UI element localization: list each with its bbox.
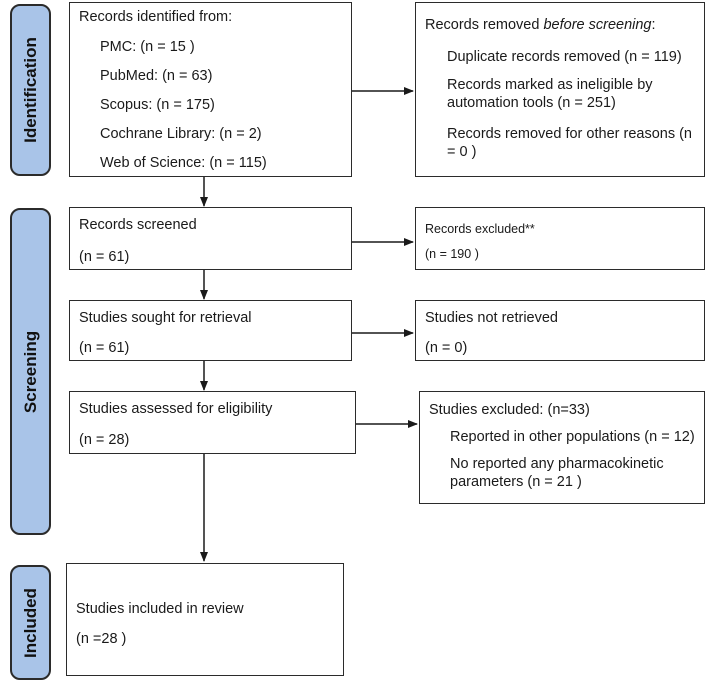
phase-screening: Screening (10, 208, 51, 535)
removed-automation: Records marked as ineligible by automati… (447, 77, 653, 111)
not-retrieved-label: Studies not retrieved (425, 310, 558, 326)
phase-identification: Identification (10, 4, 51, 176)
phase-included: Included (10, 565, 51, 680)
source-cochrane: Cochrane Library: (n = 2) (100, 126, 262, 142)
eligibility-box: Studies assessed for eligibility (n = 28… (69, 391, 356, 454)
source-web-of-science: Web of Science: (n = 115) (100, 155, 267, 171)
records-identified-heading: Records identified from: (79, 9, 233, 25)
included-label: Studies included in review (76, 601, 244, 617)
eligibility-label: Studies assessed for eligibility (79, 401, 273, 417)
not-retrieved-count: (n = 0) (425, 340, 468, 356)
retrieval-label: Studies sought for retrieval (79, 310, 252, 326)
records-excluded-label: Records excluded** (425, 222, 535, 236)
excluded-no-pk-parameters: No reported any pharmacokinetic paramete… (450, 456, 664, 490)
retrieval-box: Studies sought for retrieval (n = 61) (69, 300, 352, 361)
records-screened-count: (n = 61) (79, 249, 130, 265)
excluded-other-populations: Reported in other populations (n = 12) (450, 429, 695, 445)
records-excluded-count: (n = 190 ) (425, 247, 479, 261)
records-identified-box: Records identified from: PMC: (n = 15 ) … (69, 2, 352, 177)
source-pubmed: PubMed: (n = 63) (100, 68, 213, 84)
retrieval-count: (n = 61) (79, 340, 130, 356)
source-scopus: Scopus: (n = 175) (100, 97, 215, 113)
records-removed-box: Records removed before screening: Duplic… (415, 2, 705, 177)
included-count: (n =28 ) (76, 631, 127, 647)
removed-other: Records removed for other reasons (n = 0… (447, 126, 692, 160)
source-pmc: PMC: (n = 15 ) (100, 39, 195, 55)
eligibility-count: (n = 28) (79, 432, 130, 448)
records-screened-box: Records screened (n = 61) (69, 207, 352, 270)
not-retrieved-box: Studies not retrieved (n = 0) (415, 300, 705, 361)
records-excluded-box: Records excluded** (n = 190 ) (415, 207, 705, 270)
removed-duplicates: Duplicate records removed (n = 119) (447, 49, 682, 65)
studies-excluded-heading: Studies excluded: (n=33) (429, 402, 590, 418)
records-removed-heading: Records removed before screening: (425, 17, 656, 33)
included-box: Studies included in review (n =28 ) (66, 563, 344, 676)
studies-excluded-box: Studies excluded: (n=33) Reported in oth… (419, 391, 705, 504)
records-screened-label: Records screened (79, 217, 197, 233)
